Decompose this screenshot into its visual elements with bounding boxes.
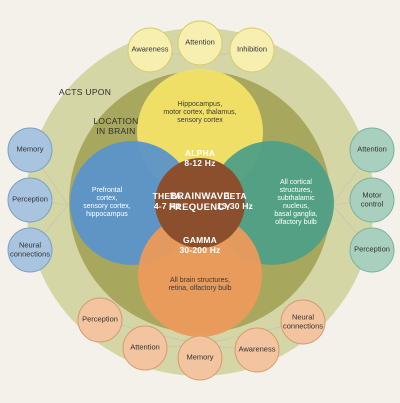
alpha-acts-awareness: Awareness	[131, 44, 169, 54]
alpha-satellites	[127, 20, 275, 73]
alpha-band-label: ALPHA 8-12 Hz	[184, 148, 216, 168]
gamma-band-label: GAMMA 30-200 Hz	[179, 235, 221, 255]
alpha-acts-attention: Attention	[185, 37, 215, 47]
center-label: BRAINWAVE FREQUENCY	[168, 191, 232, 213]
center-circle	[155, 158, 245, 248]
beta-satellites	[349, 127, 395, 273]
beta-acts-motor: Motor control	[360, 190, 384, 208]
acts-upon-label: ACTS UPON	[58, 87, 112, 98]
beta-band-label: BETA 13-30 Hz	[216, 191, 254, 211]
theta-memory-circle	[7, 127, 53, 173]
beta-attention-circle	[349, 127, 395, 173]
gamma-perception-circle	[77, 297, 123, 343]
alpha-awareness-circle	[127, 27, 173, 73]
theta-acts-neural: Neural connections	[9, 240, 51, 258]
gamma-attention-circle	[122, 325, 168, 371]
beta-motor-circle	[349, 177, 395, 223]
gamma-satellites	[77, 297, 326, 381]
gamma-location: All brain structures, retina, olfactory …	[168, 276, 232, 292]
location-label: LOCATION IN BRAIN	[93, 116, 139, 136]
gamma-acts-neural: Neural connections	[282, 312, 324, 330]
alpha-location: Hippocampus, motor cortex, thalamus, sen…	[163, 100, 237, 125]
gamma-acts-awareness: Awareness	[238, 344, 276, 354]
theta-location: Prefrontal cortex, sensory cortex, hippo…	[83, 186, 131, 219]
theta-satellites	[7, 127, 53, 273]
gamma-circle	[138, 213, 262, 337]
gamma-memory-circle	[177, 335, 223, 381]
beta-perception-circle	[349, 227, 395, 273]
gamma-acts-attention: Attention	[130, 342, 160, 352]
theta-neural-circle	[7, 227, 53, 273]
beta-acts-perception: Perception	[354, 244, 390, 254]
alpha-acts-inhibition: Inhibition	[236, 44, 268, 54]
beta-acts-attention: Attention	[357, 144, 387, 154]
alpha-inhibition-circle	[229, 27, 275, 73]
gamma-awareness-circle	[234, 327, 280, 373]
beta-location: All cortical structures, subthalamic nuc…	[274, 178, 318, 227]
theta-acts-memory: Memory	[16, 144, 44, 154]
gamma-neural-circle	[280, 299, 326, 345]
theta-perception-circle	[7, 177, 53, 223]
theta-band-label: THETA 4-7 Hz	[152, 191, 182, 211]
theta-acts-perception: Perception	[12, 194, 48, 204]
alpha-attention-circle	[177, 20, 223, 66]
gamma-acts-perception: Perception	[82, 314, 118, 324]
gamma-acts-memory: Memory	[186, 352, 214, 362]
